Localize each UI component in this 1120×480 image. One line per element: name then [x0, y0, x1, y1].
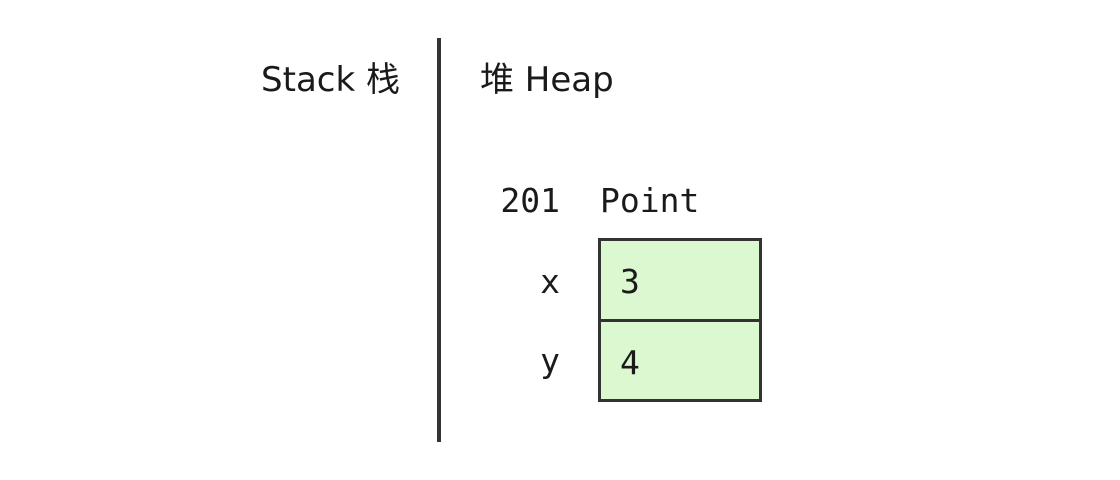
field-cell-x: 3 — [601, 241, 759, 322]
field-cell-y: 4 — [601, 322, 759, 399]
field-name-y: y — [540, 341, 560, 380]
field-name-x: x — [540, 262, 560, 301]
heap-heading: 堆 Heap — [480, 60, 614, 100]
object-address: 201 — [500, 181, 560, 220]
field-value-x: 3 — [620, 262, 640, 301]
heap-object-box: 3 4 — [598, 238, 762, 402]
field-value-y: 4 — [620, 343, 640, 382]
stack-heap-divider — [437, 38, 441, 442]
stack-heading: Stack 栈 — [261, 60, 400, 100]
object-type: Point — [600, 181, 700, 220]
